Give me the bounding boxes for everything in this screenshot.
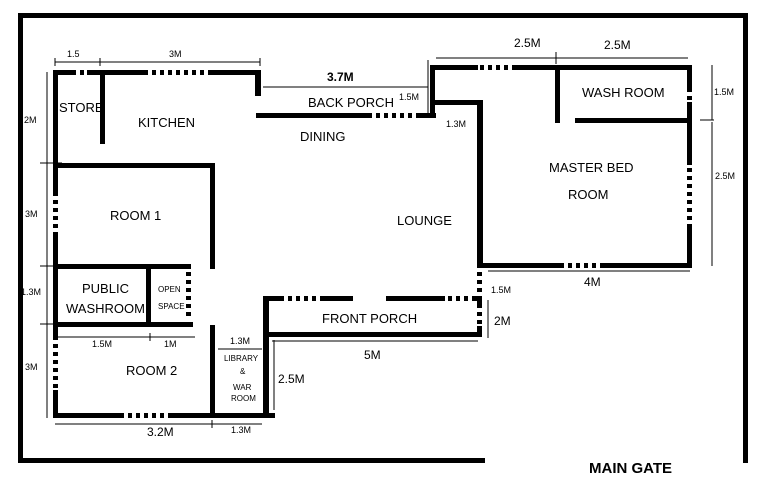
library-label-line3: WAR — [233, 383, 252, 392]
store-label: STORE — [59, 100, 104, 115]
open-space-label-line1: OPEN — [158, 285, 181, 294]
dim-front-porch-width: 5M — [364, 348, 381, 362]
library-label-line4: ROOM — [231, 394, 256, 403]
front-porch-label: FRONT PORCH — [322, 311, 418, 326]
dim-dining-step: 1.3M — [446, 119, 467, 129]
dim-room2-width: 3.2M — [147, 425, 174, 439]
dim-library-width-top: 1.3M — [230, 336, 251, 346]
public-washroom-label-line2: WASHROOM — [66, 301, 145, 316]
dim-master-depth: 2.5M — [715, 171, 736, 181]
back-porch-label: BACK PORCH — [308, 95, 394, 110]
dim-top-right-b: 2.5M — [604, 38, 631, 52]
dim-top-right-a: 2.5M — [514, 36, 541, 50]
dim-washroom-width: 1.5M — [92, 339, 113, 349]
kitchen-label: KITCHEN — [138, 115, 196, 130]
dim-kitchen-width: 3M — [169, 49, 182, 59]
room1-label: ROOM 1 — [110, 208, 162, 223]
main-gate-label: MAIN GATE — [589, 460, 673, 477]
dim-front-porch-step: 1.5M — [491, 285, 512, 295]
dim-back-porch-depth: 1.5M — [399, 92, 420, 102]
master-bed-label-line1: MASTER BED — [549, 160, 634, 175]
dim-washroom-depth: 1.3M — [21, 287, 42, 297]
dimension-lines — [40, 52, 714, 428]
dim-library-depth: 2.5M — [278, 372, 305, 386]
dining-label: DINING — [300, 129, 346, 144]
dim-wash-room-depth: 1.5M — [714, 87, 735, 97]
windows — [53, 65, 692, 418]
dim-open-space-width: 1M — [164, 339, 177, 349]
dim-room2-depth: 3M — [25, 362, 38, 372]
public-washroom-label-line1: PUBLIC — [82, 281, 129, 296]
dim-store-width: 1.5 — [67, 49, 80, 59]
room2-label: ROOM 2 — [126, 363, 178, 378]
open-space-label-line2: SPACE — [158, 302, 185, 311]
dim-master-width: 4M — [584, 275, 601, 289]
dim-room1-depth: 3M — [25, 209, 38, 219]
library-label-line2: & — [240, 367, 246, 376]
dim-store-depth: 2M — [24, 115, 37, 125]
dim-library-width-bottom: 1.3M — [231, 425, 252, 435]
plot-boundary — [18, 13, 748, 463]
master-bed-label-line2: ROOM — [568, 187, 609, 202]
dim-front-porch-depth: 2M — [494, 314, 511, 328]
dim-back-porch-width: 3.7M — [327, 70, 354, 84]
library-label-line1: LIBRARY — [224, 354, 259, 363]
lounge-label: LOUNGE — [397, 213, 452, 228]
wash-room-label: WASH ROOM — [582, 85, 665, 100]
